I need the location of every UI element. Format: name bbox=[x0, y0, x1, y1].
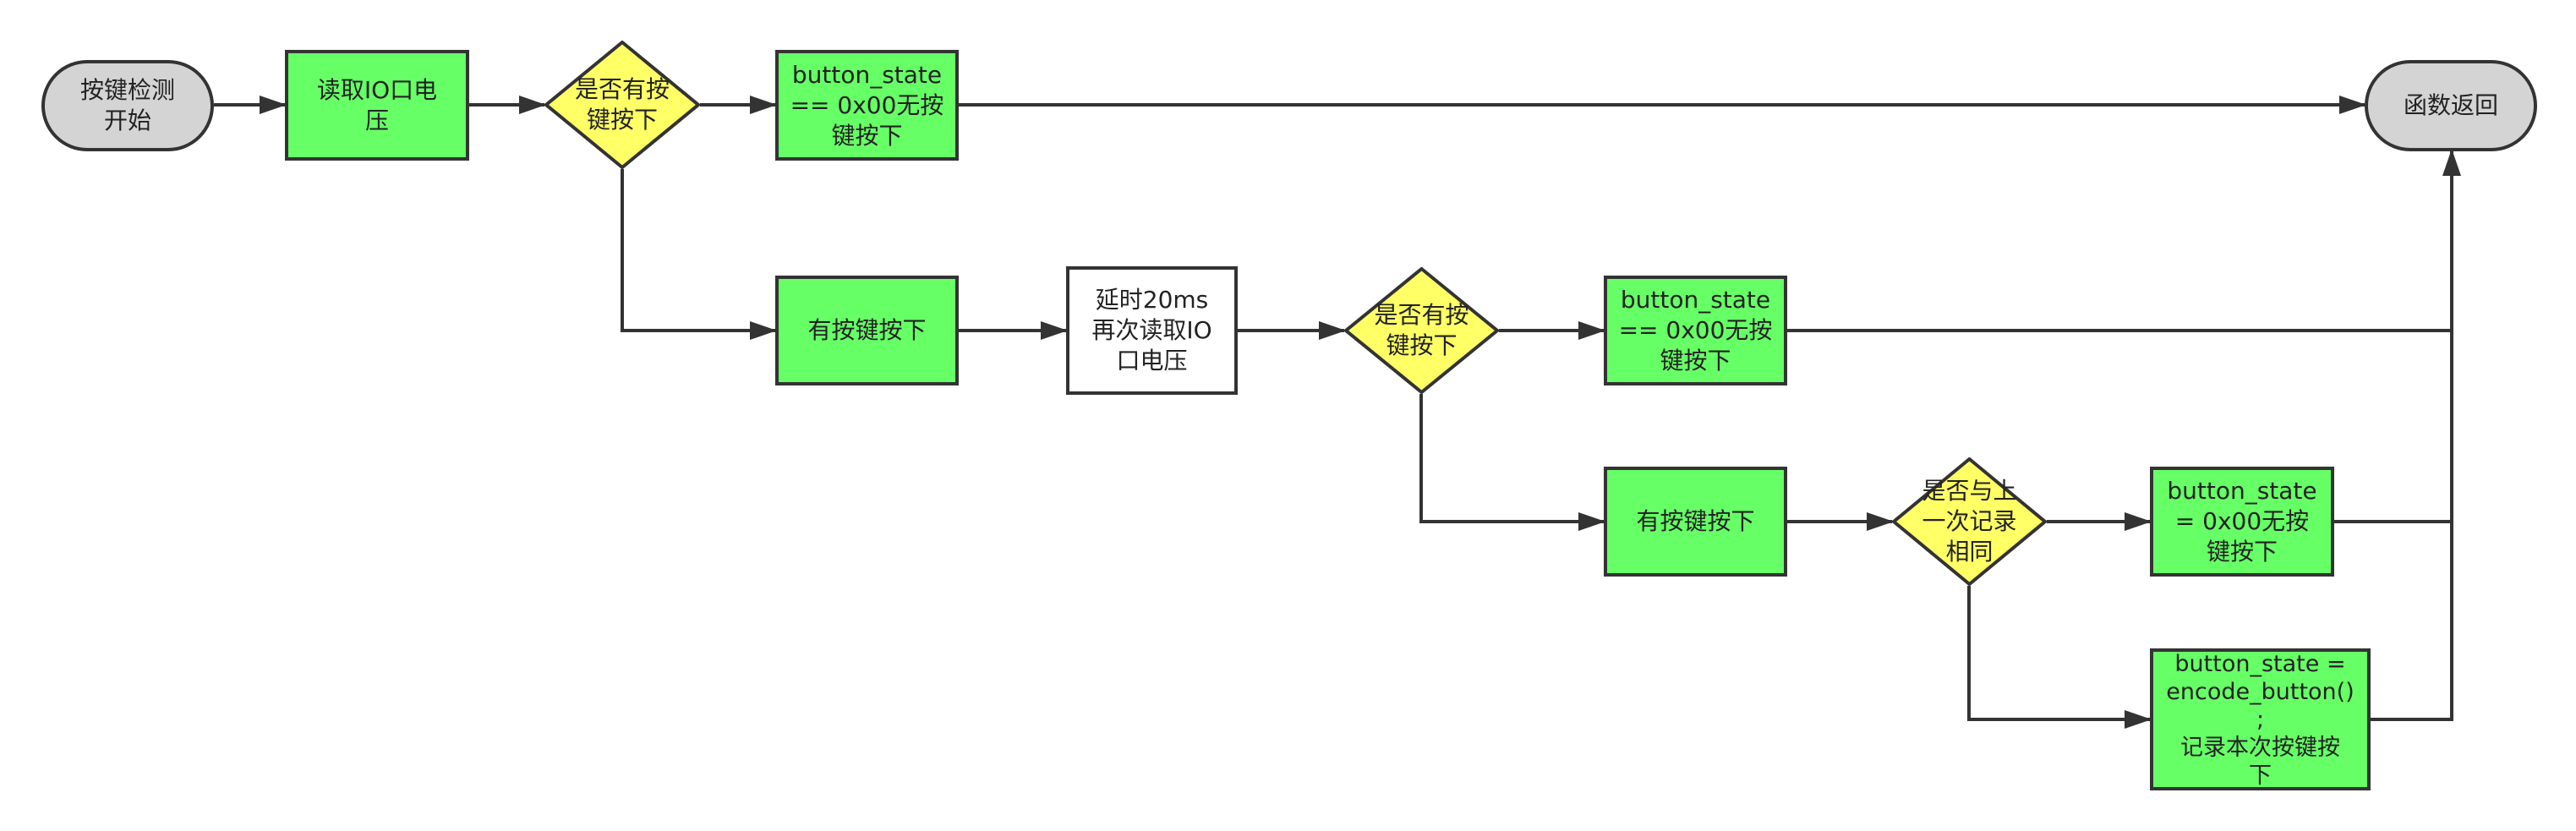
decision-has-key-1-label: 是否有按 键按下 bbox=[574, 75, 670, 134]
decision-has-key-1: 是否有按 键按下 bbox=[544, 41, 700, 169]
decision-has-key-2: 是否有按 键按下 bbox=[1344, 267, 1499, 394]
read-io-box: 读取IO口电 压 bbox=[285, 50, 469, 161]
start-terminal-label: 按键检测 开始 bbox=[79, 76, 175, 134]
has-press-box-2: 有按键按下 bbox=[1604, 467, 1787, 577]
no-press-box-1: button_state == 0x00无按 键按下 bbox=[775, 50, 959, 161]
read-io-label: 读取IO口电 压 bbox=[316, 75, 438, 134]
decision-has-key-2-diamond bbox=[1344, 267, 1499, 394]
decision-has-key-2-label: 是否有按 键按下 bbox=[1374, 301, 1469, 359]
no-press-box-3: button_state = 0x00无按 键按下 bbox=[2150, 467, 2334, 577]
has-press-box-1: 有按键按下 bbox=[775, 276, 959, 385]
has-press-label-2: 有按键按下 bbox=[1636, 507, 1755, 535]
delay-reread-label: 延时20ms 再次读取IO 口电压 bbox=[1091, 286, 1212, 374]
edge-decision1-to-has-press-1 bbox=[621, 169, 777, 340]
has-press-label-1: 有按键按下 bbox=[807, 316, 927, 344]
delay-reread-box: 延时20ms 再次读取IO 口电压 bbox=[1066, 266, 1238, 395]
no-press-label-3: button_state = 0x00无按 键按下 bbox=[2167, 477, 2317, 566]
no-press-box-2: button_state == 0x00无按 键按下 bbox=[1604, 276, 1787, 385]
decision-has-key-1-diamond bbox=[544, 41, 700, 169]
edge-encode-to-return bbox=[2371, 149, 2461, 721]
no-press-label-2: button_state == 0x00无按 键按下 bbox=[1618, 286, 1773, 374]
return-terminal: 函数返回 bbox=[2365, 60, 2537, 151]
edge-decision2-to-has-press-2 bbox=[1419, 394, 1605, 531]
decision-same-as-last-diamond bbox=[1892, 457, 2047, 586]
return-terminal-label: 函数返回 bbox=[2403, 91, 2498, 119]
start-terminal: 按键检测 开始 bbox=[41, 60, 214, 151]
edge-decision3-to-encode bbox=[1967, 586, 2152, 729]
encode-button-box: button_state = encode_button() ; 记录本次按键按… bbox=[2150, 648, 2371, 790]
decision-same-as-last: 是否与上 一次记录 相同 bbox=[1892, 457, 2047, 586]
decision-same-as-last-label: 是否与上 一次记录 相同 bbox=[1922, 477, 2017, 566]
no-press-label-1: button_state == 0x00无按 键按下 bbox=[790, 60, 944, 150]
encode-button-label: button_state = encode_button() ; 记录本次按键按… bbox=[2166, 650, 2354, 789]
